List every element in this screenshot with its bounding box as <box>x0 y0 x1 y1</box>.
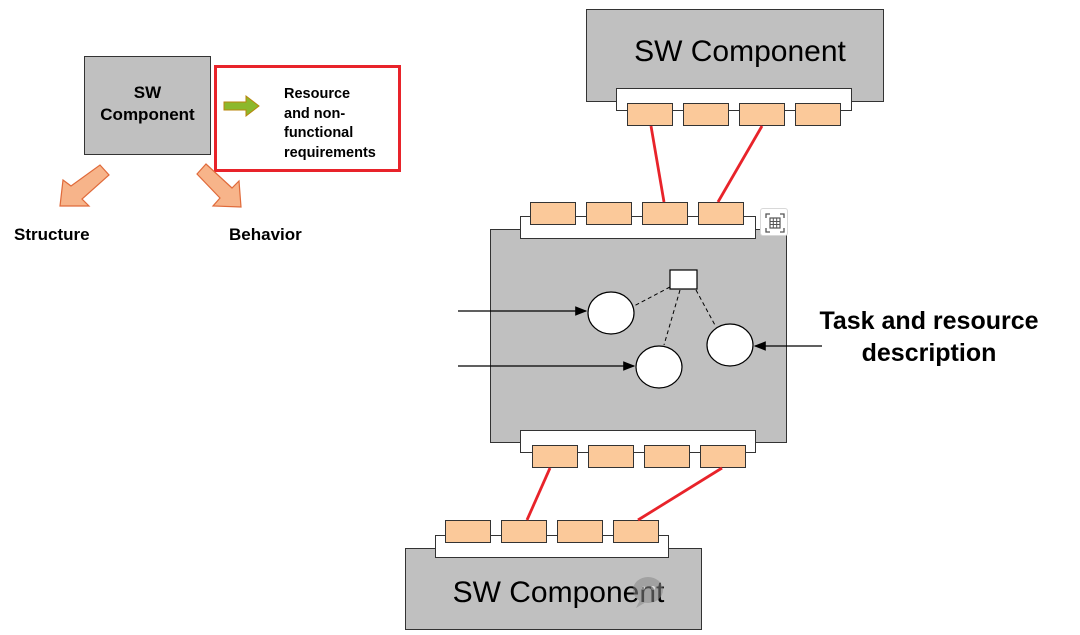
behavior-arrow-icon <box>196 163 242 208</box>
behavior-label: Behavior <box>229 225 302 244</box>
middle-bottom-port-bar <box>520 430 756 453</box>
port <box>501 520 547 543</box>
port <box>445 520 491 543</box>
port <box>613 520 659 543</box>
top-component-port-bar <box>616 88 852 111</box>
port <box>530 202 576 225</box>
top-sw-component-label: SW Component <box>634 35 846 68</box>
structure-label: Structure <box>14 225 90 244</box>
port <box>586 202 632 225</box>
chat-bubble-icon <box>633 577 663 608</box>
port <box>683 103 729 126</box>
dashed-link <box>663 289 681 346</box>
middle-top-port-bar <box>520 216 756 239</box>
green-arrow-icon <box>223 94 260 118</box>
bottom-sw-component-label: SW Component <box>452 576 665 609</box>
port <box>627 103 673 126</box>
requirements-box <box>214 65 401 172</box>
sw-component-label: SW Component <box>100 83 195 124</box>
scan-grid-icon[interactable] <box>760 208 788 236</box>
port <box>698 202 744 225</box>
connector-line <box>716 125 764 203</box>
resource-node <box>669 269 698 290</box>
requirements-label: Resource and non- functional requirement… <box>284 86 376 161</box>
port <box>588 445 634 468</box>
port <box>700 445 746 468</box>
sw-component-box <box>84 56 211 155</box>
bottom-component-port-bar <box>435 535 669 558</box>
top-sw-component-box <box>586 9 884 102</box>
task-node <box>587 291 635 335</box>
task-resource-label: Task and resource description <box>819 307 1039 367</box>
task-node <box>706 323 754 367</box>
port <box>739 103 785 126</box>
port <box>557 520 603 543</box>
structure-arrow-icon <box>59 164 110 207</box>
port <box>532 445 578 468</box>
port <box>642 202 688 225</box>
task-node <box>635 345 683 389</box>
connector-line <box>637 466 723 522</box>
connector-line <box>525 467 552 521</box>
port <box>795 103 841 126</box>
connector-line <box>649 125 666 203</box>
dashed-link <box>633 286 671 307</box>
port <box>644 445 690 468</box>
dashed-link <box>695 289 717 328</box>
